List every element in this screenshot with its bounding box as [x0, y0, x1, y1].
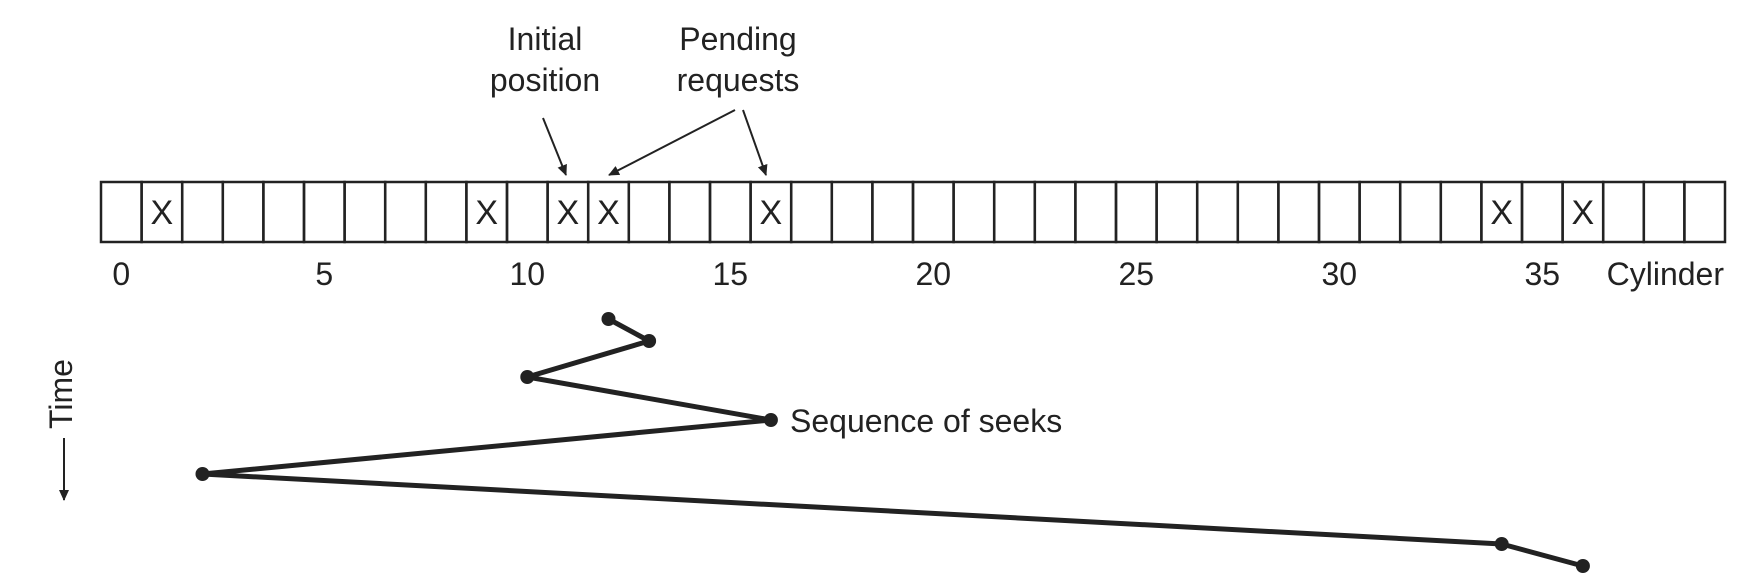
cylinder-tick-label: 35: [1525, 256, 1561, 292]
cylinder-cell: [911, 180, 955, 244]
initial-position-label-line2: position: [490, 62, 600, 98]
cylinder-cell: [1277, 180, 1321, 244]
sequence-of-seeks-label: Sequence of seeks: [790, 403, 1062, 439]
cylinder-cell: [830, 180, 874, 244]
cylinder-cell: [992, 180, 1037, 244]
cylinder-cell: [1074, 180, 1118, 244]
cylinder-cell: [1520, 180, 1564, 244]
seek-path: [195, 312, 1590, 573]
request-marker: X: [597, 194, 620, 232]
cylinder-cell: [505, 180, 549, 244]
cylinder-cell: [343, 180, 387, 244]
cylinder-cell: [789, 180, 834, 244]
cylinder-cell: [221, 180, 265, 244]
cylinder-cell: [1642, 180, 1686, 244]
cylinder-tick-label: 5: [315, 256, 333, 292]
cylinder-tick-label: 15: [713, 256, 749, 292]
cylinder-cell: [668, 180, 712, 244]
cylinder-cell: [1033, 180, 1077, 244]
seek-point: [642, 334, 657, 348]
request-marker: X: [151, 194, 174, 232]
request-marker: X: [475, 194, 498, 232]
pending-request-arrow: [608, 109, 736, 176]
cylinder-tick-label: 0: [112, 256, 130, 292]
cylinder-cell: [952, 180, 996, 244]
pending-requests-label-line1: Pending: [679, 21, 796, 57]
cylinder-cell: [1439, 180, 1483, 244]
cylinder-cell: [627, 180, 671, 244]
seek-point: [763, 413, 778, 427]
cylinder-cell: [1317, 180, 1361, 244]
request-marker: X: [557, 194, 580, 232]
seek-path-line: [200, 316, 1584, 569]
cylinder-cell: [1398, 180, 1443, 244]
cylinder-tick-label: 10: [510, 256, 546, 292]
cylinder-cell: [1601, 180, 1646, 244]
cylinder-tick-label: 25: [1119, 256, 1155, 292]
cylinder-cell: [1114, 180, 1158, 244]
cylinder-cell: [1195, 180, 1240, 244]
cylinder-cell: [383, 180, 428, 244]
initial-position-arrow: [542, 117, 567, 176]
seek-point: [601, 312, 616, 326]
cylinder-cell: [180, 180, 225, 244]
cylinder-cell: [262, 180, 306, 244]
pending-request-arrow: [742, 109, 768, 176]
cylinder-tick-label: 30: [1322, 256, 1358, 292]
cylinder-axis-labels: 0 5 10 15 20 25 30 35: [112, 256, 1560, 292]
cylinder-tick-label: 20: [916, 256, 952, 292]
cylinder-cell: [99, 180, 143, 244]
cylinder-axis-title: Cylinder: [1607, 256, 1725, 292]
seek-point: [520, 370, 535, 384]
cylinder-cell: [424, 180, 468, 244]
seek-point: [1575, 559, 1590, 573]
request-marker: X: [760, 194, 783, 232]
cylinder-cell: [871, 180, 915, 244]
cylinder-cell: [1683, 180, 1727, 244]
cylinder-cell: [1358, 180, 1402, 244]
time-axis-label: Time: [43, 359, 79, 429]
pending-requests-label-line2: requests: [677, 62, 800, 98]
initial-position-label-line1: Initial: [508, 21, 583, 57]
cylinder-cell: [1236, 180, 1280, 244]
request-marker: X: [1572, 194, 1595, 232]
seek-point: [1494, 537, 1509, 551]
cylinder-cell: [708, 180, 752, 244]
seek-point: [195, 467, 210, 481]
cylinder-cell: [1155, 180, 1199, 244]
cylinder-cell: [302, 180, 346, 244]
request-marker: X: [1490, 194, 1513, 232]
